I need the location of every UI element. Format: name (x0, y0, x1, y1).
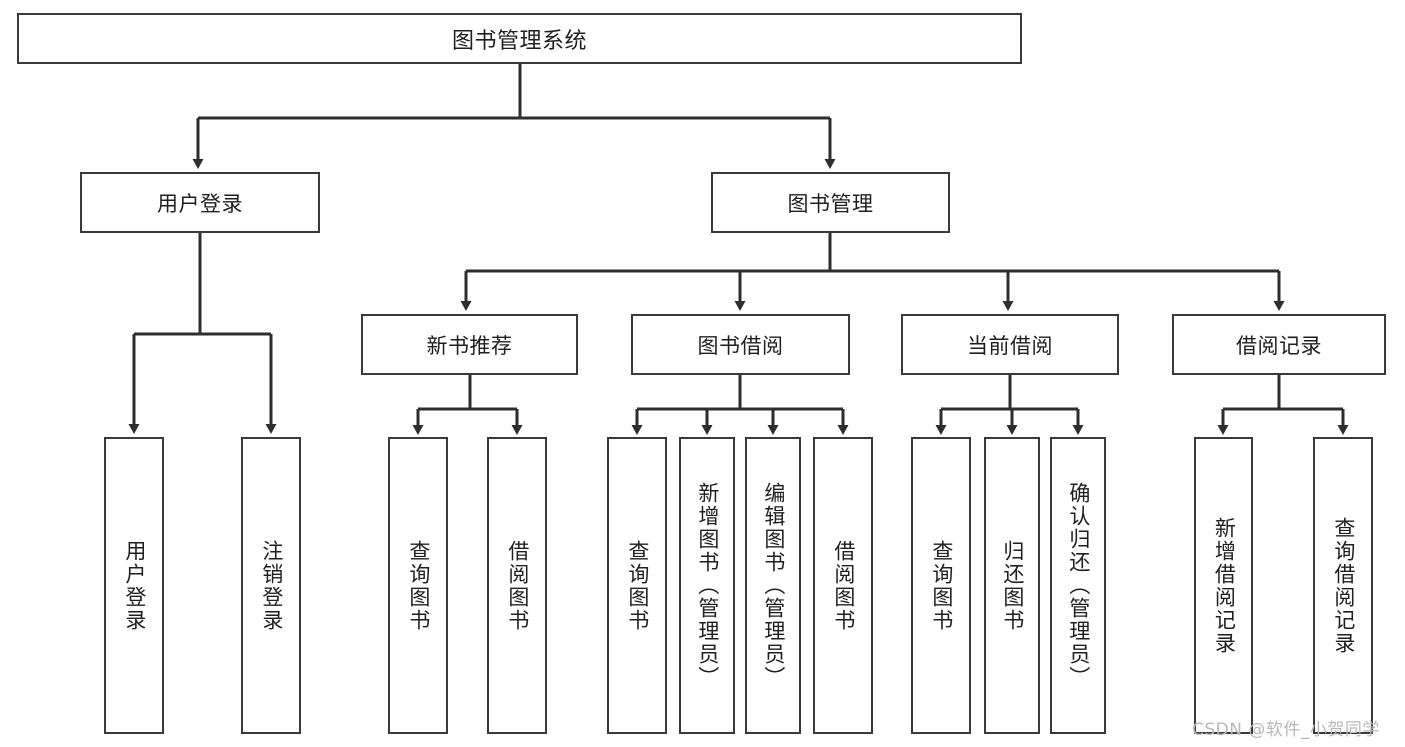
node-leaf-query-book-rec-label: 查询图书 (406, 539, 431, 632)
node-leaf-borrow-book-rec-label: 借阅图书 (505, 539, 530, 632)
node-leaf-user-login-label: 用户登录 (122, 539, 147, 632)
node-new-book-recommend[interactable]: 新书推荐 (361, 314, 578, 375)
node-leaf-return-book[interactable]: 归还图书 (984, 437, 1040, 734)
node-leaf-query-book-rec[interactable]: 查询图书 (388, 437, 448, 734)
node-borrow-record-label: 借阅记录 (1236, 333, 1322, 358)
node-leaf-add-book-admin[interactable]: 新增图书（管理员） (679, 437, 735, 734)
node-root[interactable]: 图书管理系统 (17, 13, 1022, 64)
node-leaf-query-book-current[interactable]: 查询图书 (911, 437, 971, 734)
node-current-borrow-label: 当前借阅 (967, 333, 1053, 358)
node-leaf-return-book-label: 归还图书 (1000, 539, 1025, 632)
node-leaf-borrow-book-label: 借阅图书 (831, 539, 856, 632)
node-leaf-query-book-borrow-label: 查询图书 (625, 539, 650, 632)
node-book-management[interactable]: 图书管理 (711, 172, 950, 233)
node-leaf-query-book-current-label: 查询图书 (929, 539, 954, 632)
node-leaf-borrow-book-rec[interactable]: 借阅图书 (487, 437, 547, 734)
node-current-borrow[interactable]: 当前借阅 (901, 314, 1119, 375)
node-leaf-confirm-return-admin-label: 确认归还（管理员） (1066, 482, 1091, 689)
node-leaf-edit-book-admin-label: 编辑图书（管理员） (761, 482, 786, 689)
node-leaf-add-borrow-record-label: 新增借阅记录 (1212, 516, 1237, 655)
node-book-borrow[interactable]: 图书借阅 (631, 314, 850, 375)
node-user-login-label: 用户登录 (157, 191, 243, 216)
node-leaf-query-borrow-record[interactable]: 查询借阅记录 (1313, 437, 1373, 734)
node-leaf-add-book-admin-label: 新增图书（管理员） (695, 482, 720, 689)
node-leaf-edit-book-admin[interactable]: 编辑图书（管理员） (745, 437, 801, 734)
node-leaf-logout[interactable]: 注销登录 (241, 437, 301, 734)
node-user-login[interactable]: 用户登录 (80, 172, 320, 233)
watermark: CSDN @软件_小贺同学 (1192, 720, 1380, 740)
node-leaf-query-book-borrow[interactable]: 查询图书 (607, 437, 667, 734)
node-leaf-confirm-return-admin[interactable]: 确认归还（管理员） (1050, 437, 1106, 734)
node-book-borrow-label: 图书借阅 (697, 333, 784, 358)
node-borrow-record[interactable]: 借阅记录 (1172, 314, 1386, 375)
node-leaf-add-borrow-record[interactable]: 新增借阅记录 (1194, 437, 1253, 734)
node-leaf-logout-label: 注销登录 (259, 539, 284, 632)
node-book-management-label: 图书管理 (787, 191, 874, 216)
node-root-label: 图书管理系统 (451, 28, 587, 54)
node-leaf-user-login[interactable]: 用户登录 (104, 437, 164, 734)
node-leaf-query-borrow-record-label: 查询借阅记录 (1331, 516, 1356, 655)
node-leaf-borrow-book[interactable]: 借阅图书 (813, 437, 873, 734)
node-new-book-recommend-label: 新书推荐 (426, 333, 513, 358)
